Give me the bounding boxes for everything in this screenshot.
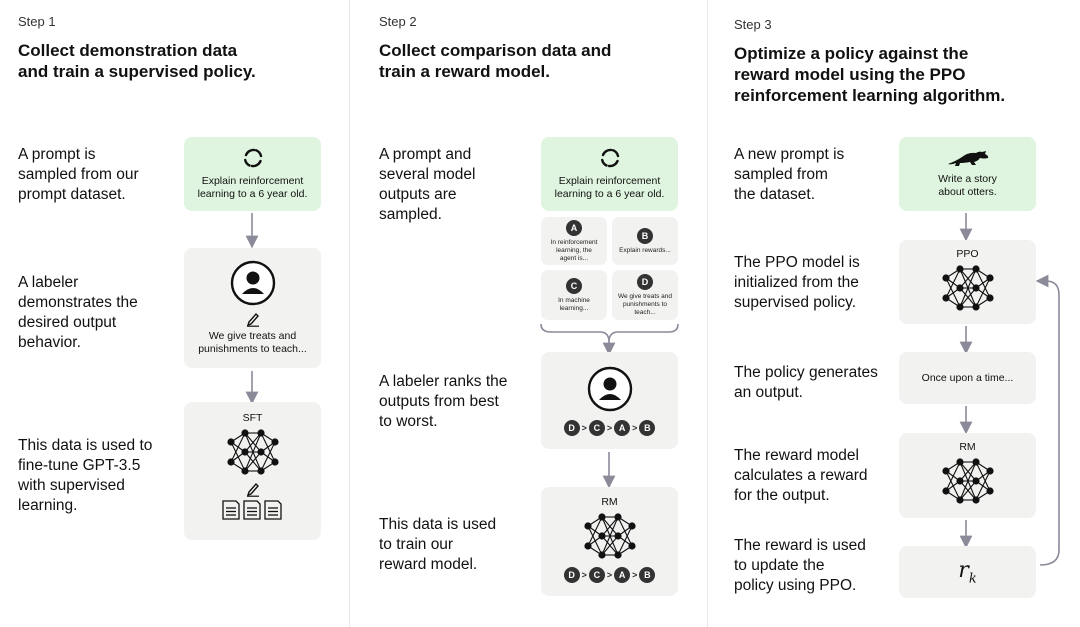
neural-network-icon	[226, 429, 279, 475]
step1-title-line2: and train a supervised policy.	[18, 62, 256, 81]
pencil-icon	[246, 312, 259, 327]
step3-output-text: Once upon a time...	[921, 371, 1014, 384]
reward-symbol: rk	[958, 557, 977, 587]
step3-rm-box: RM	[899, 433, 1036, 518]
rank-3: A	[614, 419, 631, 436]
column-divider-2	[707, 0, 708, 627]
brace-s2	[540, 323, 679, 343]
step2-title-line2: train a reward model.	[379, 62, 550, 81]
step1-prompt-line1: Explain reinforcement	[201, 175, 304, 187]
rm-rank-2: C	[588, 567, 605, 583]
step2-label: Step 2	[379, 14, 417, 29]
step3-prompt-box: Write a story about otters.	[899, 137, 1036, 211]
step3-reward-box: rk	[899, 546, 1036, 598]
step1-demo-line2: punishments to teach...	[198, 343, 307, 355]
step1-prompt-line2: learning to a 6 year old.	[197, 188, 308, 200]
otter-icon	[947, 151, 988, 166]
step3-title-line3: reinforcement learning algorithm.	[734, 86, 1006, 105]
step3-title-line2: reward model using the PPO	[734, 65, 966, 84]
recycle-icon	[600, 148, 619, 168]
step1-title: Collect demonstration data and train a s…	[18, 40, 256, 82]
rm-ranking-row: D> C> A> B	[563, 567, 656, 583]
step2-prompt-line2: learning to a 6 year old.	[554, 188, 665, 200]
feedback-loop-arrow	[1035, 274, 1060, 566]
column-divider-1	[349, 0, 350, 627]
output-b-text: Explain rewards...	[619, 246, 671, 254]
badge-a: A	[566, 219, 582, 236]
ranking-row: D> C> A> B	[563, 419, 656, 436]
rm-rank-3: A	[614, 567, 631, 583]
step2-title-line1: Collect comparison data and	[379, 41, 612, 60]
step2-rm-box: RM D> C> A> B	[541, 487, 678, 596]
output-card-b: B Explain rewards...	[612, 217, 678, 265]
step1-demo-box: We give treats and punishments to teach.…	[184, 248, 321, 368]
badge-b: B	[637, 227, 653, 244]
labeler-avatar-icon	[587, 366, 632, 411]
badge-c: C	[566, 277, 582, 294]
labeler-avatar-icon	[230, 260, 275, 306]
step3-label: Step 3	[734, 17, 772, 32]
step2-ranking-box: D> C> A> B	[541, 352, 678, 449]
badge-d: D	[637, 273, 653, 290]
rm-rank-1: D	[563, 567, 580, 583]
rank-2: C	[588, 419, 605, 436]
neural-network-icon	[941, 458, 994, 504]
step1-label: Step 1	[18, 14, 56, 29]
step1-sft-box: SFT	[184, 402, 321, 540]
step3-rm-label: RM	[959, 441, 976, 453]
step3-ppo-box: PPO	[899, 240, 1036, 324]
step3-title: Optimize a policy against the reward mod…	[734, 43, 1005, 106]
step3-output-box: Once upon a time...	[899, 352, 1036, 404]
pencil-icon	[246, 482, 259, 497]
step1-prompt-box: Explain reinforcement learning to a 6 ye…	[184, 137, 321, 211]
recycle-icon	[243, 148, 262, 168]
step1-title-line1: Collect demonstration data	[18, 41, 238, 60]
ppo-label: PPO	[956, 248, 979, 260]
rank-1: D	[563, 419, 580, 436]
step2-title: Collect comparison data and train a rewa…	[379, 40, 611, 82]
step3-prompt-line1: Write a story	[938, 173, 997, 185]
rm-label: RM	[601, 496, 618, 508]
rm-rank-4: B	[639, 567, 656, 583]
documents-icon	[221, 500, 282, 520]
reward-subscript: k	[968, 571, 977, 587]
step1-demo-line1: We give treats and	[208, 330, 297, 342]
sft-label: SFT	[242, 412, 263, 424]
step2-prompt-box: Explain reinforcement learning to a 6 ye…	[541, 137, 678, 211]
neural-network-icon	[583, 513, 636, 559]
rank-4: B	[639, 419, 656, 436]
step2-prompt-line1: Explain reinforcement	[558, 175, 661, 187]
step3-title-line1: Optimize a policy against the	[734, 44, 969, 63]
neural-network-icon	[941, 265, 994, 311]
step3-prompt-line2: about otters.	[938, 186, 997, 198]
